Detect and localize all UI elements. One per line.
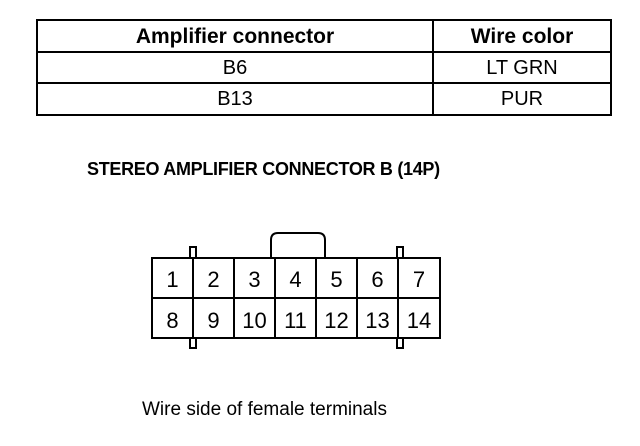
cell-wire-color: PUR (432, 82, 612, 116)
table-row: B6 LT GRN (36, 51, 612, 84)
pin-1: 1 (166, 267, 178, 292)
connector-post-right-top (396, 246, 404, 259)
connector-caption: Wire side of female terminals (142, 399, 387, 420)
table-row: B13 PUR (36, 82, 612, 116)
pin-8: 8 (166, 308, 178, 333)
connector-post-right-bottom (396, 337, 404, 349)
connector-post-left-bottom (189, 337, 197, 349)
wire-color-table: Amplifier connector Wire color B6 LT GRN… (36, 19, 612, 116)
pin-14: 14 (407, 308, 431, 333)
cell-connector-pin: B13 (36, 82, 434, 116)
table-header-row: Amplifier connector Wire color (36, 19, 612, 53)
pin-10: 10 (242, 308, 266, 333)
connector-title: STEREO AMPLIFIER CONNECTOR B (14P) (87, 159, 440, 179)
cell-wire-color: LT GRN (432, 51, 612, 84)
cell-connector-pin: B6 (36, 51, 434, 84)
pin-11: 11 (284, 308, 307, 333)
pin-9: 9 (207, 308, 219, 333)
pin-12: 12 (324, 308, 348, 333)
pin-13: 13 (365, 308, 389, 333)
header-wire-color: Wire color (432, 19, 612, 53)
pin-3: 3 (248, 267, 260, 292)
connector-lock-tab (270, 232, 326, 259)
connector-post-left-top (189, 246, 197, 259)
pin-5: 5 (330, 267, 342, 292)
pin-4: 4 (289, 267, 301, 292)
header-amplifier-connector: Amplifier connector (36, 19, 434, 53)
pin-2: 2 (207, 267, 219, 292)
pin-6: 6 (371, 267, 383, 292)
pin-7: 7 (413, 267, 425, 292)
